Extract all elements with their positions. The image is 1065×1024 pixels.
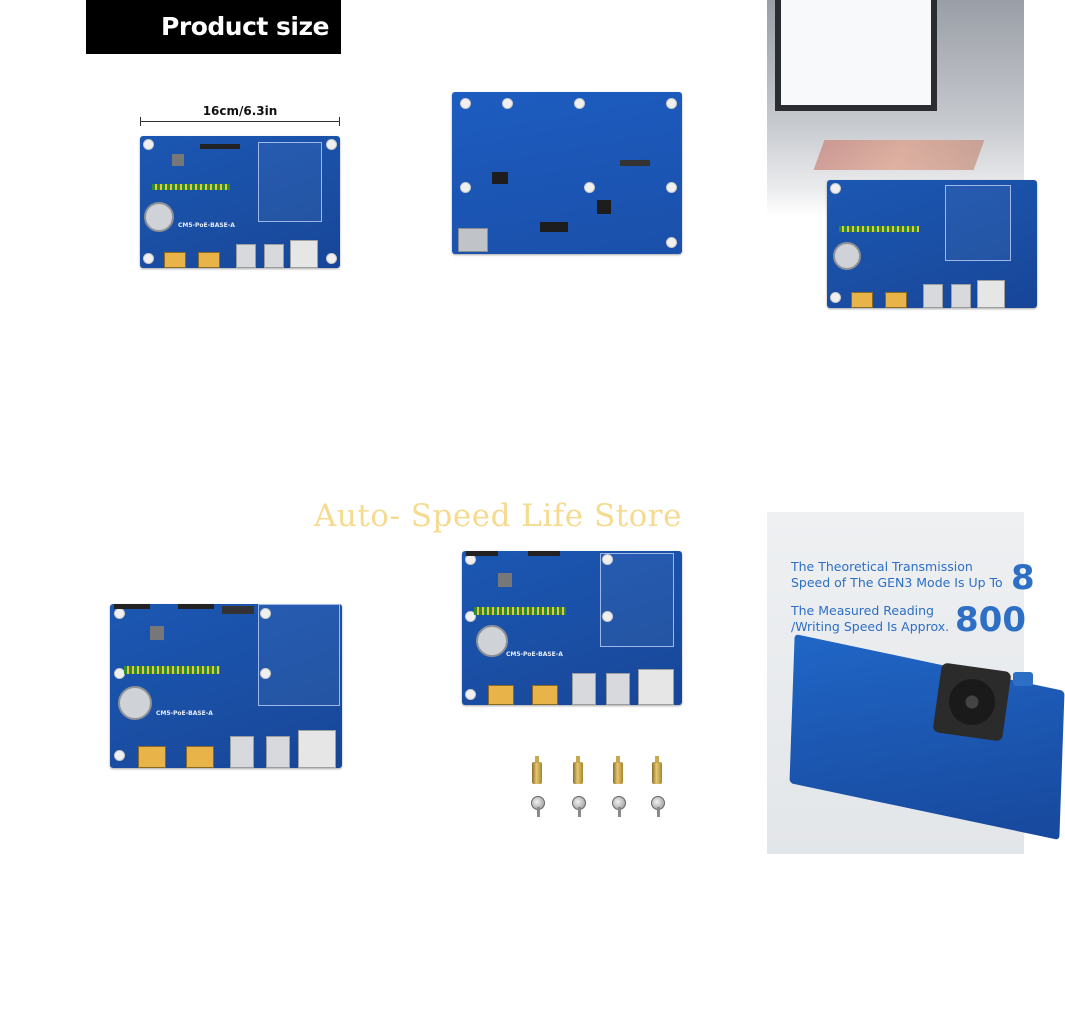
board-front-bottom-middle: CM5-PoE-BASE-A (462, 551, 682, 705)
board-front-top: CM5-PoE-BASE-A (140, 136, 340, 268)
standoff-icon (573, 756, 583, 784)
banner-title: Product size (161, 12, 329, 41)
promo-line-3: The Measured Reading (791, 603, 934, 618)
dimension-label: 16cm/6.3in (202, 104, 278, 118)
promo-line-1: The Theoretical Transmission (791, 559, 973, 574)
dimension-line (140, 117, 340, 126)
board-silkscreen: CM5-PoE-BASE-A (178, 222, 235, 229)
store-watermark: Auto- Speed Life Store (314, 498, 682, 534)
standoff-icon (532, 756, 542, 784)
board-scene (827, 180, 1037, 308)
promo-board-image (789, 634, 1065, 840)
keyboard-image (813, 140, 985, 170)
scene-photo (767, 0, 1037, 308)
screw-icon (651, 796, 665, 817)
promo-value-1: 8 (1011, 558, 1035, 598)
promo-value-2: 800 (955, 600, 1026, 640)
fan-icon (932, 662, 1012, 742)
screw-icon (531, 796, 545, 817)
promo-line-2: Speed of The GEN3 Mode Is Up To (791, 575, 1003, 590)
promo-panel: The Theoretical Transmission Speed of Th… (767, 512, 1065, 854)
standoff-icon (613, 756, 623, 784)
promo-badge (1013, 672, 1033, 686)
board-silkscreen: CM5-PoE-BASE-A (156, 710, 213, 717)
standoff-icon (652, 756, 662, 784)
screw-icon (612, 796, 626, 817)
screw-icon (572, 796, 586, 817)
monitor-image (775, 0, 937, 111)
board-back (452, 92, 682, 254)
board-silkscreen: CM5-PoE-BASE-A (506, 651, 563, 658)
product-size-banner: Product size (86, 0, 341, 54)
board-front-bottom-left: CM5-PoE-BASE-A (110, 604, 342, 768)
promo-line-4: /Writing Speed Is Approx. (791, 619, 950, 634)
